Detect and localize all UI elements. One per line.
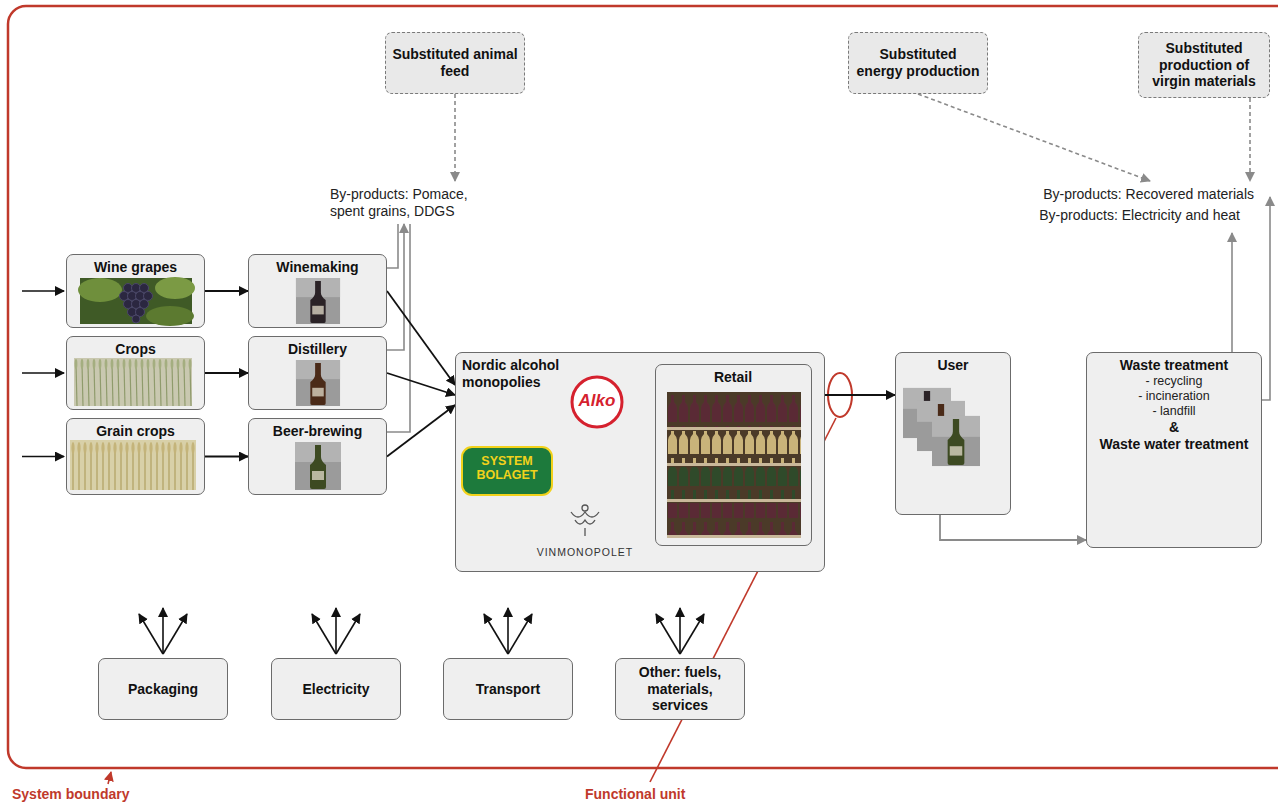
box-text: - recycling <box>1146 374 1203 389</box>
systembolaget-logo <box>462 447 552 495</box>
box-title: User <box>937 357 968 374</box>
logo-text: Alko <box>572 391 622 411</box>
system-boundary <box>8 6 1278 768</box>
box-title: Retail <box>714 369 752 386</box>
retail-shelves-photo <box>667 392 801 538</box>
by-product-note: By-products: Pomace, spent grains, DDGS <box>330 186 495 220</box>
input-arrows <box>22 291 64 457</box>
box-title: Nordic alcohol monopolies <box>462 357 632 391</box>
flow-arrow <box>825 394 895 396</box>
resource-box: Other: fuels, materials, services <box>615 658 745 720</box>
flow-arrow <box>940 515 1086 540</box>
beer-bottle-photo <box>295 442 341 490</box>
box-title: Packaging <box>128 681 198 698</box>
crops-photo <box>74 358 192 406</box>
resource-box: Packaging <box>98 658 228 720</box>
box-text: - incineration <box>1138 389 1210 404</box>
logo-text: SYSTEM BOLAGET <box>462 455 552 483</box>
flow-arrow <box>387 291 455 385</box>
by-product-note: By-products: Electricity and heat <box>960 207 1240 224</box>
box-text: - landfill <box>1152 404 1195 419</box>
substitution-box: Substituted energy production <box>848 32 988 94</box>
box-title: Wine grapes <box>94 259 177 276</box>
box-title: Waste treatment <box>1120 357 1228 374</box>
substitution-box: Substituted animal feed <box>385 32 525 94</box>
spirits-bottle-photo <box>296 360 340 406</box>
resource-box: Transport <box>443 658 573 720</box>
wine-bottle-photo <box>296 278 340 324</box>
flow-arrow <box>387 373 455 395</box>
vinmonopolet-emblem <box>571 505 599 536</box>
box-text: Waste water treatment <box>1100 436 1249 453</box>
by-product-note: By-products: Recovered materials <box>974 186 1254 203</box>
grapes-photo <box>78 277 195 326</box>
flow-arrow <box>387 405 455 457</box>
user-beer-photo <box>932 416 980 466</box>
flow-arrow <box>205 456 248 458</box>
box-title: Substituted production of virgin materia… <box>1145 40 1263 90</box>
box-text: & <box>1169 419 1179 436</box>
boundary-label: System boundary <box>12 786 129 803</box>
substitution-arrows <box>455 94 1250 181</box>
waste-box: Waste treatment- recycling- incineration… <box>1086 352 1262 548</box>
box-title: Substituted animal feed <box>392 46 518 80</box>
alko-logo <box>572 377 622 427</box>
box-title: Electricity <box>303 681 370 698</box>
substitution-box: Substituted production of virgin materia… <box>1138 32 1270 98</box>
flow-arrow <box>205 290 248 292</box>
box-title: Grain crops <box>96 423 175 440</box>
functional-unit-label: Functional unit <box>585 786 685 803</box>
box-title: Distillery <box>288 341 347 358</box>
logo-text: VINMONOPOLET <box>525 546 645 559</box>
box-title: Substituted energy production <box>855 46 981 80</box>
box-title: Transport <box>476 681 541 698</box>
box-title: Crops <box>115 341 155 358</box>
box-title: Beer-brewing <box>273 423 362 440</box>
box-title: Winemaking <box>276 259 358 276</box>
flow-arrow <box>205 372 248 374</box>
resource-fans <box>139 608 704 654</box>
grain-photo <box>70 440 196 490</box>
box-title: Other: fuels, materials, services <box>622 664 738 714</box>
resource-box: Electricity <box>271 658 401 720</box>
leader-arrow <box>108 772 111 784</box>
